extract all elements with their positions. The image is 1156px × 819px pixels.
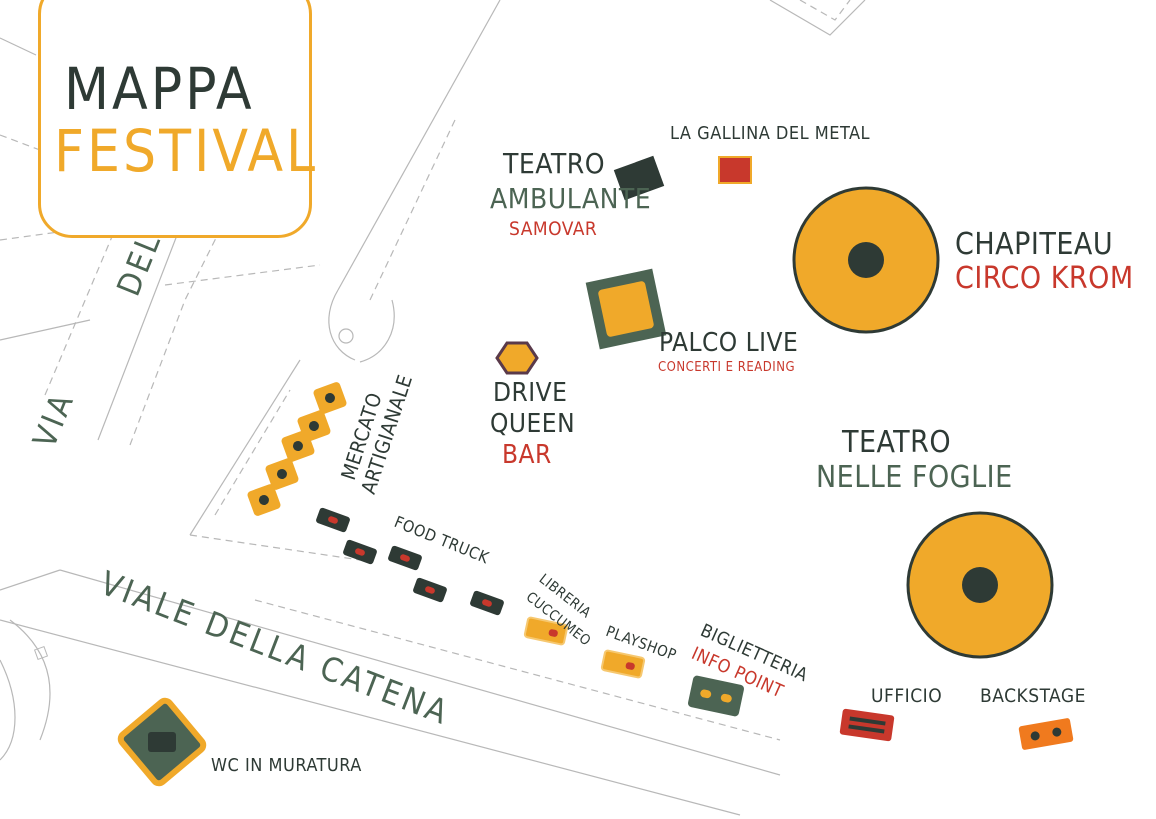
wc-marker[interactable]	[117, 697, 207, 787]
map-title-line1: MAPPA	[64, 55, 255, 123]
drive-queen-label-3: BAR	[502, 440, 552, 470]
chapiteau-label-1: CHAPITEAU	[955, 227, 1114, 262]
chapiteau-marker[interactable]	[792, 186, 940, 334]
libreria-marker[interactable]	[523, 616, 569, 646]
title-card	[38, 0, 312, 238]
mercato-stalls[interactable]	[246, 381, 347, 517]
ufficio-marker[interactable]	[839, 708, 895, 742]
drive-queen-marker[interactable]	[495, 341, 539, 375]
wc-label: WC IN MURATURA	[211, 755, 362, 776]
drive-queen-label-2: QUEEN	[490, 409, 576, 439]
road-lines	[0, 0, 866, 816]
gallina-label: LA GALLINA DEL METAL	[670, 123, 871, 144]
road-marker	[33, 645, 49, 661]
drive-queen-label-1: DRIVE	[493, 378, 568, 408]
food-trucks[interactable]	[315, 507, 505, 616]
ufficio-label: UFFICIO	[871, 685, 943, 707]
chapiteau-label-2: CIRCO KROM	[955, 261, 1134, 296]
playshop-marker[interactable]	[600, 649, 646, 679]
teatro-foglie-marker[interactable]	[906, 511, 1054, 659]
palco-live-label-2: CONCERTI E READING	[658, 360, 796, 375]
roundabout-marker	[338, 328, 354, 344]
palco-live-label-1: PALCO LIVE	[659, 328, 799, 358]
teatro-ambulante-label-3: SAMOVAR	[509, 218, 598, 240]
palco-live-marker[interactable]	[585, 268, 667, 350]
teatro-foglie-label-2: NELLE FOGLIE	[816, 460, 1013, 495]
teatro-ambulante-marker[interactable]	[613, 155, 665, 201]
map-title-line2: FESTIVAL	[54, 117, 319, 185]
teatro-foglie-label-1: TEATRO	[842, 425, 952, 460]
gallina-marker[interactable]	[718, 156, 752, 184]
teatro-ambulante-label-1: TEATRO	[503, 147, 606, 180]
biglietteria-marker[interactable]	[687, 675, 745, 717]
backstage-marker[interactable]	[1018, 718, 1074, 751]
teatro-ambulante-label-2: AMBULANTE	[490, 182, 652, 215]
backstage-label: BACKSTAGE	[980, 685, 1086, 707]
